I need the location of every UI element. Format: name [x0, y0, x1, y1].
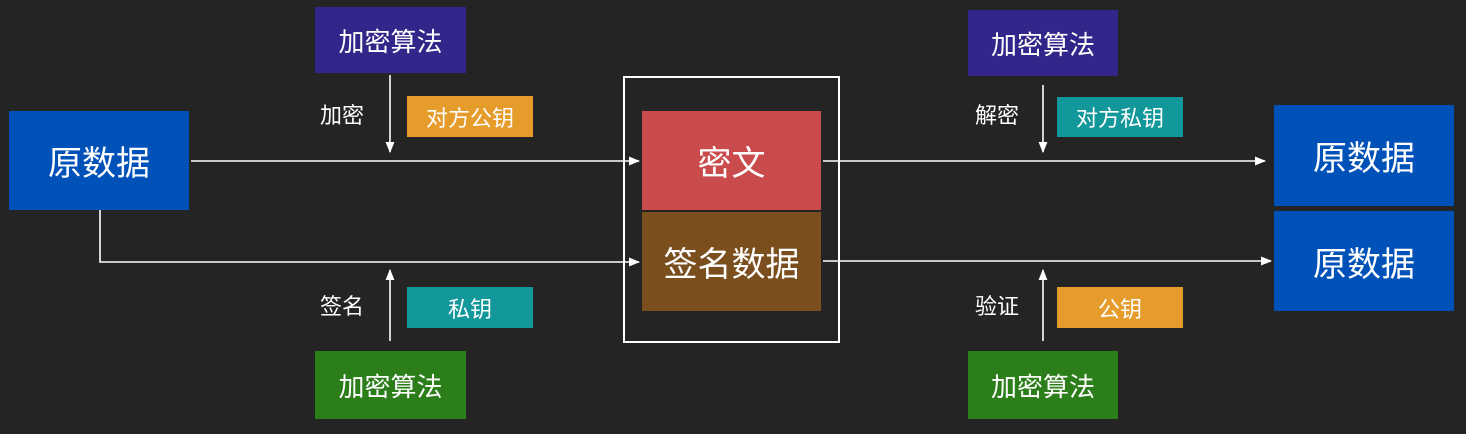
node-output-data-bottom: 原数据 [1274, 211, 1454, 311]
node-public-key: 公钥 [1057, 287, 1183, 328]
edge-label-decrypt: 解密 [975, 104, 1020, 129]
node-decrypt-algorithm: 加密算法 [968, 10, 1118, 76]
node-sign-algorithm: 加密算法 [315, 351, 466, 419]
edge-label-encrypt: 加密 [320, 104, 365, 129]
node-other-public-key: 对方公钥 [407, 96, 533, 137]
node-source-data: 原数据 [9, 111, 189, 210]
edge-label-sign: 签名 [320, 295, 365, 320]
edge-label-verify: 验证 [975, 295, 1020, 320]
node-verify-algorithm: 加密算法 [968, 351, 1118, 419]
node-output-data-top: 原数据 [1274, 105, 1454, 206]
node-other-private-key: 对方私钥 [1057, 97, 1183, 137]
node-encrypt-algorithm: 加密算法 [315, 7, 466, 73]
node-signature-data: 签名数据 [642, 212, 821, 311]
combined-output-frame [623, 76, 840, 343]
edge-source-to-signature [99, 210, 641, 267]
node-private-key: 私钥 [407, 287, 533, 328]
node-ciphertext: 密文 [642, 111, 821, 210]
